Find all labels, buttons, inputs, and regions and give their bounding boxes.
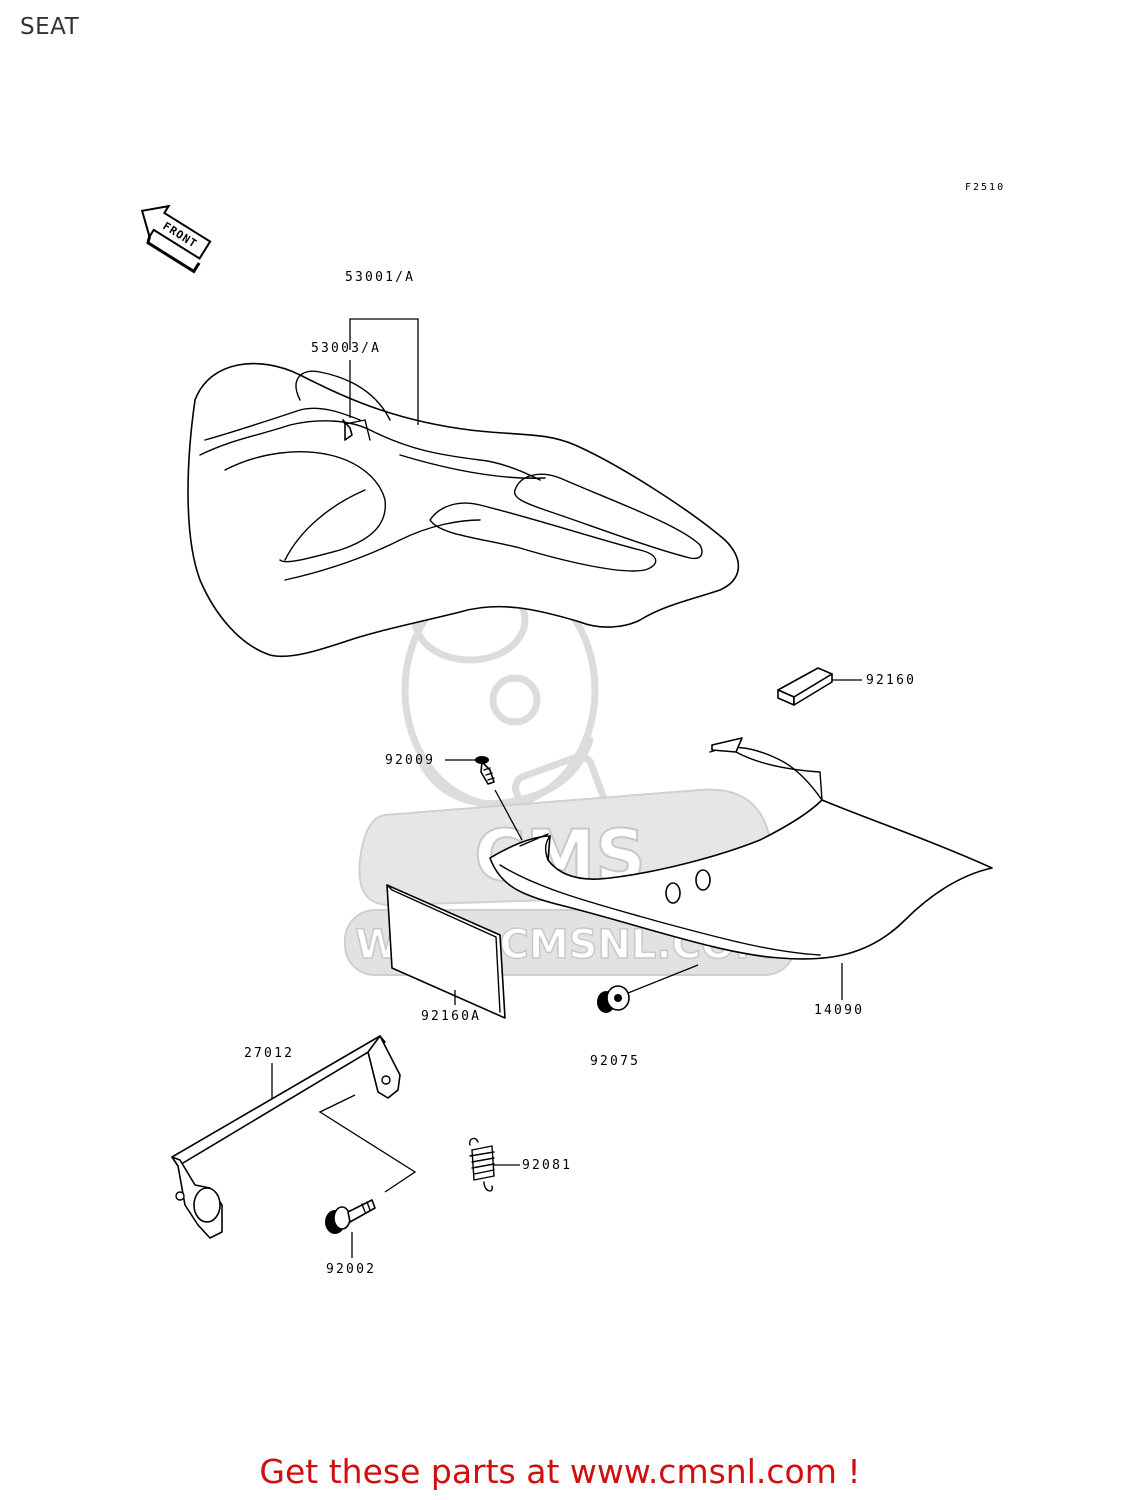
figure-ref: F2510 [965, 182, 1005, 193]
bolt-part [475, 756, 495, 785]
footer-link-text[interactable]: Get these parts at www.cmsnl.com ! [259, 1452, 861, 1491]
page-title: SEAT [20, 14, 80, 40]
seat-part [187, 362, 740, 658]
bracket-part [171, 1035, 401, 1239]
label-bolt: 92009 [385, 753, 435, 768]
label-shoulder-bolt: 92002 [326, 1262, 376, 1277]
footer-link[interactable]: Get these parts at www.cmsnl.com ! [0, 1452, 1146, 1491]
pad-small-part [777, 667, 833, 706]
leader-bolt-to-cover [494, 789, 523, 841]
label-grommet: 92075 [590, 1054, 640, 1069]
label-seat-assy: 53001/A [345, 270, 415, 285]
leader-seat-assy [349, 318, 419, 425]
spring-part [468, 1137, 495, 1192]
label-tail-cover: 14090 [814, 1003, 864, 1018]
label-bracket: 27012 [244, 1046, 294, 1061]
label-spring: 92081 [522, 1158, 572, 1173]
leader-bracket-bolt [318, 1094, 417, 1193]
grommet-part [597, 985, 630, 1013]
front-arrow: FRONT [140, 204, 212, 274]
label-seat-cover: 53003/A [311, 341, 381, 356]
label-pad-small: 92160 [866, 673, 916, 688]
leader-grommet [627, 964, 699, 994]
tail-cover-part [489, 737, 993, 960]
shoulder-bolt-part [325, 1199, 376, 1234]
label-pad-large: 92160A [421, 1009, 481, 1024]
pad-large-part [386, 884, 506, 1019]
